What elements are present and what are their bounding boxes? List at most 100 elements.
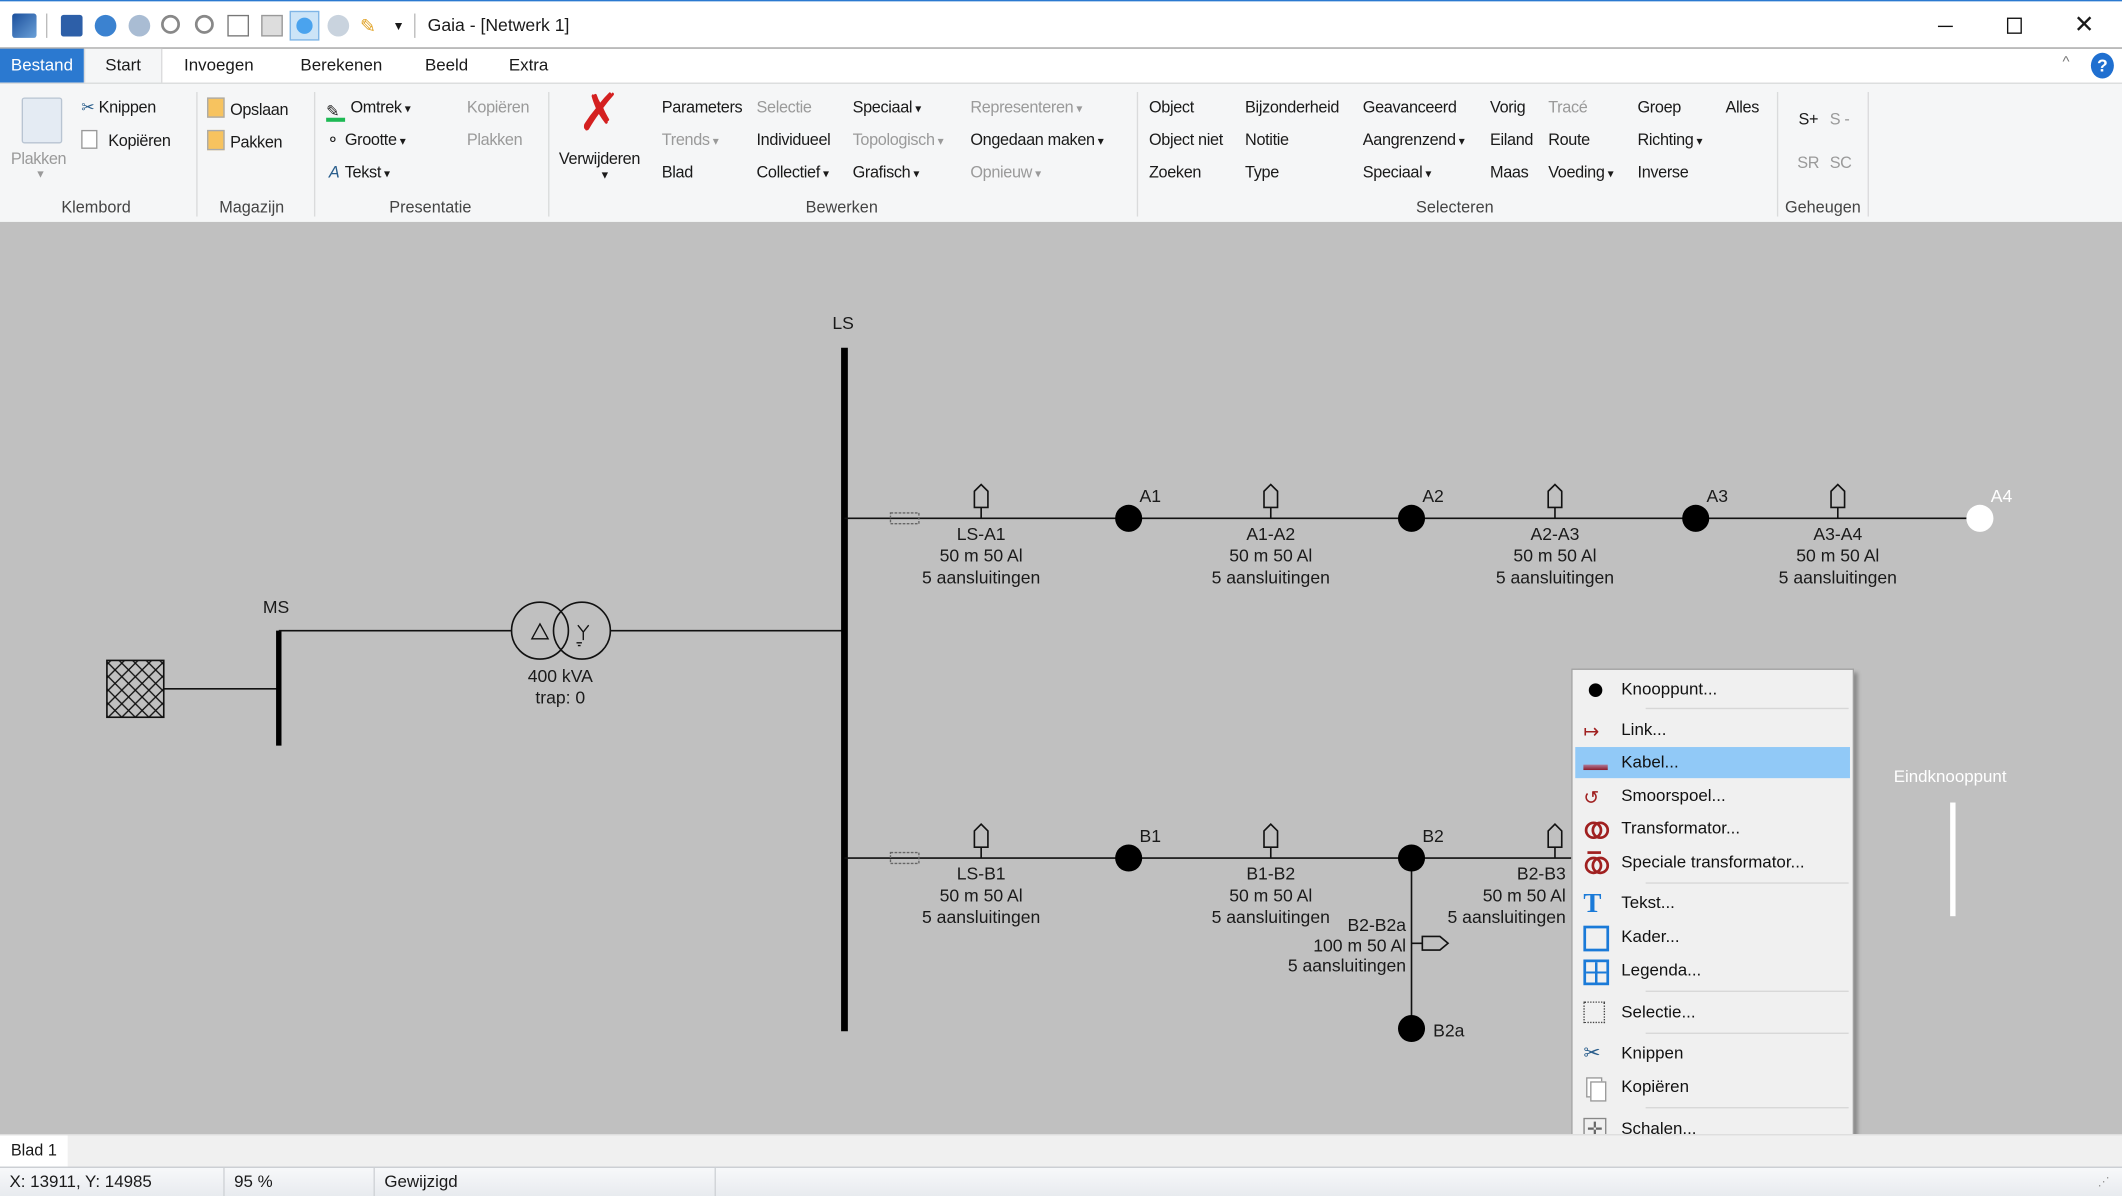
zoom-window-icon[interactable] [261,14,283,37]
tab-bestand[interactable]: Bestand [0,48,84,83]
opslaan-button[interactable]: Opslaan [207,97,289,119]
parameters-button[interactable]: Parameters [661,97,743,117]
ongedaan-maken-dropdown[interactable]: Ongedaan maken [970,130,1103,149]
help-icon[interactable]: ? [2090,52,2114,79]
topologisch-dropdown[interactable]: Topologisch [853,130,944,149]
zoeken-button[interactable]: Zoeken [1148,162,1202,182]
notitie-button[interactable]: Notitie [1245,129,1289,149]
customize-toolbar-icon[interactable]: ▼ [392,18,405,33]
menu-item-knooppunt[interactable]: Knooppunt... [1575,674,1850,705]
tab-berekenen[interactable]: Berekenen [300,55,383,75]
menu-item-kopieren[interactable]: Kopiëren [1575,1072,1850,1103]
tab-invoegen[interactable]: Invoegen [184,55,254,75]
presentatie-kopieren-button[interactable]: Kopiëren [466,97,530,117]
cable-marker-icon[interactable] [1830,483,1846,519]
blad-button[interactable]: Blad [661,162,694,182]
presentatie-plakken-button[interactable]: Plakken [466,129,523,149]
maximize-button[interactable] [1995,4,2033,45]
sheet-tab-blad-1[interactable]: Blad 1 [0,1135,68,1167]
grafisch-dropdown[interactable]: Grafisch [853,162,920,181]
memory-add-button[interactable]: S+ [1798,109,1819,129]
grid-source-symbol[interactable] [106,659,165,719]
cable-marker-icon[interactable] [973,483,989,519]
zoom-fit-icon[interactable] [227,14,250,37]
plakken-button[interactable]: Plakken ▼ [8,92,76,187]
undo-icon[interactable] [94,14,117,37]
transformer-symbol[interactable] [510,601,612,660]
representeren-dropdown[interactable]: Representeren [970,97,1082,116]
memory-sr-button[interactable]: SR [1797,152,1820,172]
inverse-button[interactable]: Inverse [1637,162,1689,182]
network-diagram[interactable]: MS 400 kVA trap: 0 LS LS-A1 50 m 50 Al [0,222,2122,1134]
knippen-button[interactable]: ✂ Knippen [81,97,156,117]
opnieuw-dropdown[interactable]: Opnieuw [970,162,1041,181]
close-button[interactable]: ✕ [2073,10,2095,38]
memory-sc-button[interactable]: SC [1829,152,1852,172]
bijzonderheid-button[interactable]: Bijzonderheid [1245,97,1340,117]
geavanceerd-button[interactable]: Geavanceerd [1362,97,1457,117]
tab-extra[interactable]: Extra [508,55,549,75]
groep-button[interactable]: Groep [1637,97,1682,117]
node-a1[interactable] [1115,504,1143,532]
save-icon[interactable] [60,14,83,37]
trace-button[interactable]: Tracé [1548,97,1588,117]
omtrek-dropdown[interactable]: ✎Omtrek [326,97,410,122]
collapse-ribbon-icon[interactable]: ^ [2062,54,2070,71]
zoom-in-icon[interactable] [161,14,180,34]
fuse-icon[interactable] [889,851,920,865]
collectief-dropdown[interactable]: Collectief [757,162,829,181]
voeding-dropdown[interactable]: Voeding [1548,162,1613,181]
cable-marker-icon[interactable] [1547,483,1563,519]
menu-item-kabel[interactable]: Kabel... [1575,747,1850,779]
grootte-dropdown[interactable]: ⚬Grootte [326,130,405,149]
menu-item-speciale-transformator[interactable]: Speciale transformator... [1575,847,1850,878]
circle-mode-icon[interactable] [327,14,350,37]
richting-dropdown[interactable]: Richting [1638,130,1703,149]
minimize-button[interactable] [1927,4,1965,45]
select-mode-icon[interactable] [289,10,320,41]
menu-item-legenda[interactable]: Legenda... [1575,955,1850,986]
vorig-button[interactable]: Vorig [1490,97,1526,117]
menu-item-knippen[interactable]: ✂ Knippen [1583,1042,1684,1066]
tab-beeld[interactable]: Beeld [424,55,469,75]
cable-marker-icon[interactable] [1411,935,1450,951]
pakken-button[interactable]: Pakken [207,129,283,152]
eiland-button[interactable]: Eiland [1490,129,1534,149]
alles-button[interactable]: Alles [1725,97,1759,117]
verwijderen-button[interactable]: ✗ Verwijderen ▼ [558,85,641,182]
menu-item-transformator[interactable]: Transformator... [1575,813,1850,844]
speciaal-dropdown[interactable]: Speciaal [853,97,921,116]
aangrenzend-dropdown[interactable]: Aangrenzend [1363,130,1465,149]
cable-marker-icon[interactable] [1263,823,1279,859]
trends-dropdown[interactable]: Trends [662,130,719,149]
object-button[interactable]: Object [1148,97,1194,117]
redo-icon[interactable] [128,14,151,37]
route-button[interactable]: Route [1548,129,1590,149]
type-button[interactable]: Type [1245,162,1279,182]
individueel-button[interactable]: Individueel [756,129,831,149]
node-a2[interactable] [1397,504,1426,532]
tab-start[interactable]: Start [83,48,163,84]
menu-item-kader[interactable]: Kader... [1575,922,1850,953]
pin-icon[interactable]: ✎ [359,14,376,37]
node-b2[interactable] [1397,844,1426,872]
cable-marker-icon[interactable] [1547,823,1563,859]
node-b2a[interactable] [1397,1014,1426,1043]
menu-item-smoorspoel[interactable]: ↺ Smoorspoel... [1583,786,1726,808]
kopieren-button[interactable]: Kopiëren [81,129,171,150]
network-canvas[interactable]: MS 400 kVA trap: 0 LS LS-A1 50 m 50 Al [0,221,2122,1148]
cable-marker-icon[interactable] [973,823,989,859]
zoom-out-icon[interactable] [194,14,214,34]
menu-item-tekst[interactable]: T Tekst... [1583,889,1675,919]
node-a4[interactable] [1966,504,1994,532]
selectie-button[interactable]: Selectie [756,97,812,117]
maas-button[interactable]: Maas [1490,162,1529,182]
node-a3[interactable] [1682,504,1710,532]
cable-marker-icon[interactable] [1263,483,1279,519]
fuse-icon[interactable] [889,512,920,525]
resize-grip-icon[interactable]: ⋰ [2097,1174,2110,1189]
selecteren-speciaal-dropdown[interactable]: Speciaal [1363,162,1431,181]
object-niet-button[interactable]: Object niet [1148,129,1223,149]
node-b1[interactable] [1115,844,1143,872]
